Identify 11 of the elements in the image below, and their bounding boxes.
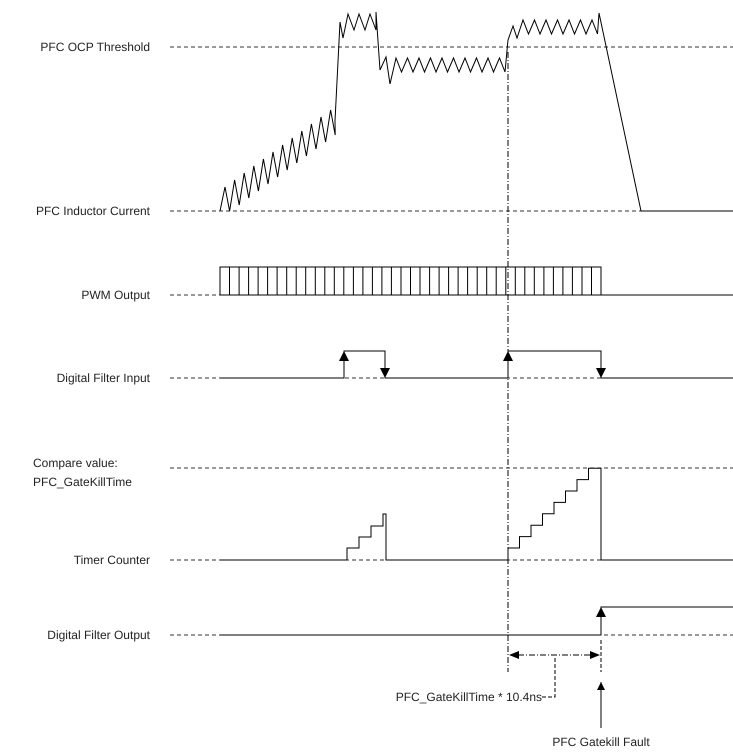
leader-line	[542, 656, 556, 698]
signal-label: PFC Inductor Current	[34, 203, 150, 219]
signal-label: Compare value: PFC_GateKillTime	[33, 455, 133, 491]
signal-label: PWM Output	[80, 287, 150, 303]
fault-label: PFC Gatekill Fault	[531, 734, 671, 750]
arrow	[597, 682, 605, 728]
signal-label: Digital Filter Output	[46, 627, 150, 643]
signal-label: Timer Counter	[72, 552, 150, 568]
signal-label: Digital Filter Input	[56, 370, 150, 386]
dimension-label: PFC_GateKillTime * 10.4ns	[352, 689, 542, 705]
signal-label: PFC OCP Threshold	[39, 39, 150, 55]
